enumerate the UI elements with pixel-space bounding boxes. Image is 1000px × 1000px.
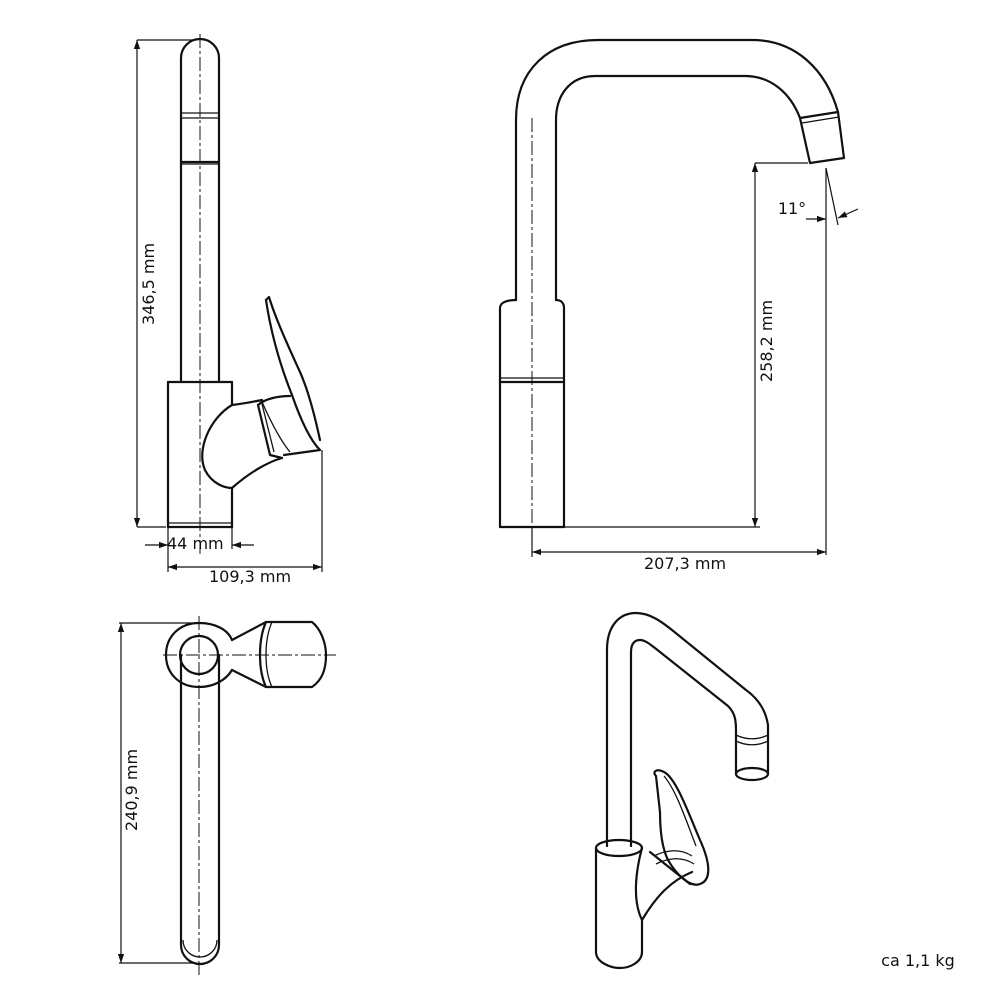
top-view <box>117 616 336 978</box>
iso-spout-inner <box>629 638 738 848</box>
spout-angle-label: 11° <box>778 199 806 218</box>
spout-height-label: 258,2 mm <box>757 300 776 382</box>
weight-label: ca 1,1 kg <box>881 951 955 970</box>
front-spout-inner <box>554 74 802 302</box>
base-diameter-label: 44 mm <box>167 534 224 553</box>
iso-spout-tip <box>734 766 770 782</box>
iso-handle <box>653 769 710 886</box>
side-lever-base <box>201 403 234 490</box>
side-handle <box>264 298 322 457</box>
front-body <box>498 298 518 529</box>
side-view <box>133 34 323 572</box>
top-spout-tube <box>179 653 221 966</box>
iso-view <box>594 611 770 970</box>
front-spout-tip <box>798 110 846 165</box>
iso-body <box>594 846 644 970</box>
top-length-label: 240,9 mm <box>122 749 141 831</box>
front-view <box>498 38 859 557</box>
front-spout-outer <box>514 38 840 302</box>
height-side-label: 346,5 mm <box>139 243 158 325</box>
depth-side-label: 109,3 mm <box>209 567 291 586</box>
iso-spout-outer <box>605 611 770 848</box>
reach-label: 207,3 mm <box>644 554 726 573</box>
